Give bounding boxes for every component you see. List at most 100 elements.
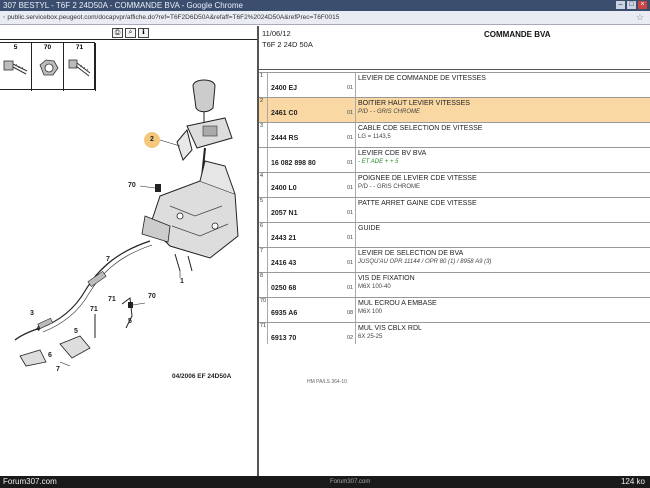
url-text: public.servicebox.peugeot.com/docapvpr/a… (7, 14, 340, 21)
status-watermark: Forum307.com (330, 479, 371, 485)
part-quantity: 01 (347, 135, 354, 141)
part-note: M6X 100 (358, 309, 383, 315)
print-icon[interactable]: ⎙ (112, 28, 123, 38)
callout-label[interactable]: 7 (106, 256, 110, 263)
column-divider (355, 323, 356, 344)
part-note: P/D - - GRIS CHROME (358, 184, 421, 190)
part-reference[interactable]: 6935 A6 (271, 310, 298, 317)
part-description: PATTE ARRET GAINE CDE VITESSE (358, 200, 477, 207)
part-quantity: 01 (347, 110, 354, 116)
callout-label[interactable]: 70 (128, 182, 136, 189)
part-reference[interactable]: 2400 L0 (271, 185, 297, 192)
part-quantity: 01 (347, 235, 354, 241)
part-note: 6X 25-25 (358, 334, 383, 340)
column-divider (355, 123, 356, 147)
row-index: 5 (259, 198, 268, 222)
part-quantity: 08 (347, 310, 354, 316)
row-index: 3 (259, 123, 268, 147)
row-index: 4 (259, 173, 268, 197)
row-index: 8 (259, 273, 268, 297)
table-row[interactable]: 16 082 898 80 01 LEVIER CDE BV BVA - ET ADE… (259, 147, 650, 172)
part-description: BOITIER HAUT LEVIER VITESSES (358, 100, 470, 107)
part-note: JUSQU'AU OPR 11144 / OPR 80 (1) / 8958 A… (358, 259, 492, 265)
part-note: - ET ADE + + 5 (358, 159, 399, 165)
column-divider (355, 198, 356, 222)
part-reference[interactable]: 2443 21 (271, 235, 297, 242)
url-field[interactable]: ▫public.servicebox.peugeot.com/docapvpr/… (3, 13, 623, 23)
callout-label[interactable]: 4 (36, 326, 40, 333)
callout-label[interactable]: 5 (74, 328, 78, 335)
part-description: LEVIER DE SELECTION DE BVA (358, 250, 464, 257)
parts-header: 11/06/12 T6F 2 24D 50A COMMANDE BVA (259, 26, 650, 70)
bookmark-star-icon[interactable]: ☆ (635, 12, 644, 22)
part-reference[interactable]: 0250 68 (271, 285, 297, 292)
maximize-button[interactable]: □ (627, 1, 636, 9)
part-description: GUIDE (358, 225, 381, 232)
part-reference[interactable]: 2057 N1 (271, 210, 298, 217)
callout-label[interactable]: 3 (30, 310, 34, 317)
part-quantity: 01 (347, 85, 354, 91)
column-divider (355, 73, 356, 97)
window-controls: – □ × (616, 1, 647, 9)
callout-label[interactable]: 71 (108, 296, 116, 303)
part-quantity: 01 (347, 185, 354, 191)
callout-label[interactable]: 71 (90, 306, 98, 313)
part-reference[interactable]: 16 082 898 80 (271, 160, 316, 167)
row-index: 6 (259, 223, 268, 247)
part-reference[interactable]: 2400 EJ (271, 85, 298, 92)
status-site: Forum307.com (3, 477, 57, 486)
part-reference[interactable]: 2444 RS (271, 135, 299, 142)
exploded-parts-diagram: 2 70 1 7 71 5 70 6 5 4 7 3 71 04/2006 EF… (0, 66, 257, 386)
diagram-toolbar: ⎙ ⌕ ℹ (112, 28, 149, 38)
zoom-icon[interactable]: ⌕ (125, 28, 136, 38)
callout-label[interactable]: 70 (148, 293, 156, 300)
part-reference[interactable]: 2461 C0 (271, 110, 298, 117)
callout-highlighted[interactable]: 2 (144, 132, 160, 148)
part-description: LEVIER CDE BV BVA (358, 150, 427, 157)
diagram-caption: 04/2006 EF 24D50A (172, 373, 232, 380)
callout-label[interactable]: 5 (128, 318, 132, 325)
diagram-header: ⎙ ⌕ ℹ (0, 26, 257, 40)
gear-shift-assembly-drawing (14, 79, 239, 367)
part-description: POIGNEE DE LEVIER CDE VITESSE (358, 175, 477, 182)
screw-icon (3, 60, 28, 75)
nut-icon (39, 59, 59, 76)
part-quantity: 01 (347, 160, 354, 166)
page-title: COMMANDE BVA (484, 30, 551, 39)
row-index: 70 (259, 298, 268, 322)
close-button[interactable]: × (638, 1, 647, 9)
document-date: 11/06/12 (262, 29, 291, 38)
thumbnail-nut[interactable]: 70 (32, 43, 64, 91)
callout-label[interactable]: 7 (56, 366, 60, 373)
part-reference[interactable]: 2416 43 (271, 260, 297, 267)
part-description: MUL ECROU A EMBASE (358, 300, 437, 307)
thumbnail-number: 5 (13, 44, 18, 51)
column-divider (355, 98, 356, 122)
callout-label[interactable]: 1 (180, 278, 184, 285)
row-index: 2 (259, 98, 268, 122)
bolt-icon (68, 59, 91, 77)
minimize-button[interactable]: – (616, 1, 625, 9)
window-title: 307 BESTYL - T6F 2 24D50A - COMMANDE BVA… (3, 1, 243, 10)
thumbnail-screw[interactable]: 5 (0, 43, 32, 91)
window-titlebar: 307 BESTYL - T6F 2 24D50A - COMMANDE BVA… (0, 0, 650, 11)
part-quantity: 01 (347, 285, 354, 291)
thumbnail-bolt[interactable]: 71 (64, 43, 96, 91)
part-reference[interactable]: 6913 70 (271, 335, 297, 342)
callout-label[interactable]: 6 (48, 352, 52, 359)
info-icon[interactable]: ℹ (138, 28, 149, 38)
part-quantity: 01 (347, 260, 354, 266)
thumbnail-number: 71 (75, 44, 84, 51)
address-bar: ▫public.servicebox.peugeot.com/docapvpr/… (0, 11, 650, 25)
